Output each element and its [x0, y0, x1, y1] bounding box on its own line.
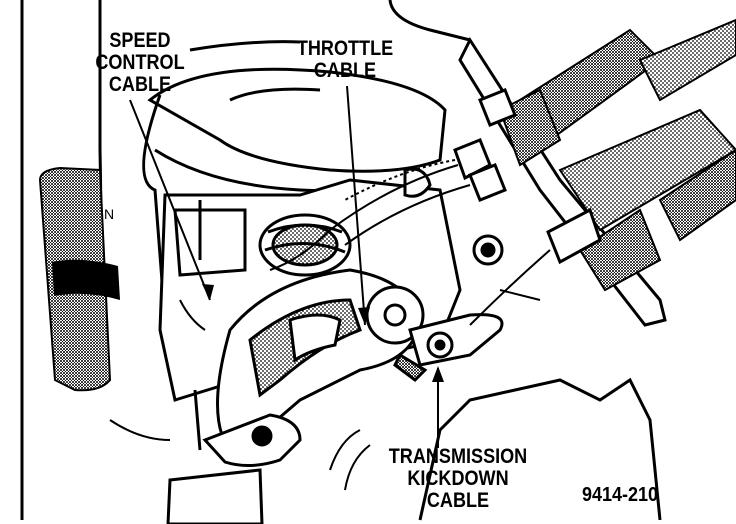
- throttle-cable-label: THROTTLE CABLE: [289, 38, 401, 82]
- label-line: SPEED: [109, 29, 171, 52]
- intake-plenum: [142, 0, 471, 321]
- detail-strokes: [109, 289, 541, 491]
- engine-marking-text: N: [104, 206, 115, 222]
- lower-bracket: [166, 389, 302, 524]
- label-line: CABLE: [108, 73, 172, 96]
- throttle-pulley-drum: [258, 213, 352, 277]
- speed-control-cable-label: SPEED CONTROL CABLE: [88, 30, 191, 96]
- cable-end-fittings: [453, 88, 602, 265]
- hose-clamp: [52, 259, 120, 300]
- cable-housings: [498, 18, 736, 292]
- kickdown-lever: [393, 313, 504, 382]
- transmission-kickdown-cable-label: TRANSMISSION KICKDOWN CABLE: [372, 446, 544, 512]
- figure-number: 9414-210: [582, 484, 659, 506]
- throttle-lever-cam: [216, 268, 425, 441]
- label-line: CONTROL: [95, 51, 185, 74]
- label-line: CABLE: [313, 59, 377, 82]
- label-line: THROTTLE: [296, 37, 394, 60]
- label-line: CABLE: [426, 489, 490, 512]
- label-line: KICKDOWN: [407, 467, 509, 490]
- leader-arrowheads: [202, 284, 444, 382]
- label-line: TRANSMISSION: [388, 445, 528, 468]
